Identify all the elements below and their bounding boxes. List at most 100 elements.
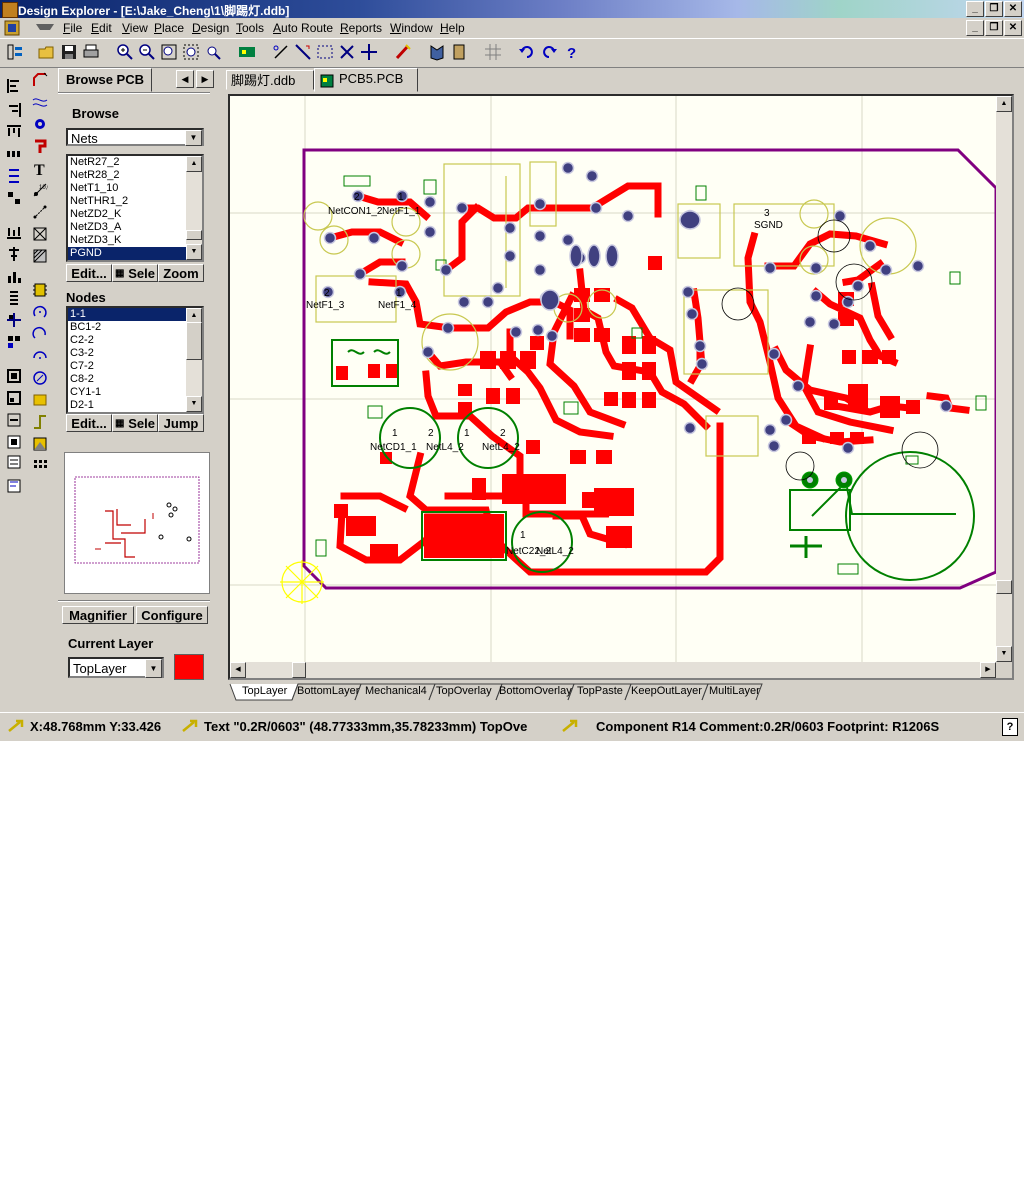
net-select-button[interactable]: ▦Sele (112, 264, 158, 282)
place-coordinate-icon[interactable]: 10,0 (32, 182, 48, 198)
node-item[interactable]: C3-2 (70, 347, 94, 359)
scroll-down-icon[interactable]: ▼ (996, 646, 1012, 662)
select-area-icon[interactable] (316, 43, 334, 61)
move-to-grid-icon[interactable] (6, 312, 22, 328)
place-dimension-icon[interactable] (32, 204, 48, 220)
folder-arrow-icon[interactable] (34, 22, 56, 34)
node-item[interactable]: C2-2 (70, 334, 94, 346)
place-fill-icon[interactable] (32, 226, 48, 242)
room-icon[interactable] (6, 368, 22, 384)
place-string-icon[interactable]: T (32, 160, 48, 176)
arc-center-icon[interactable] (32, 304, 48, 320)
minimize-button[interactable]: _ (966, 1, 984, 17)
arc-any-icon[interactable] (32, 348, 48, 364)
redo-icon[interactable] (540, 43, 558, 61)
place-circle-icon[interactable] (32, 370, 48, 386)
menu-place[interactable]: Place (154, 21, 185, 35)
interactive-route-icon[interactable] (294, 43, 312, 61)
net-item[interactable]: NetT1_10 (70, 182, 119, 194)
place-polygon-icon[interactable] (32, 248, 48, 264)
browse-pcb-tab[interactable]: Browse PCB (58, 68, 152, 92)
panel-next-button[interactable]: ▶ (196, 70, 214, 88)
node-jump-button[interactable]: Jump (158, 414, 204, 432)
node-item[interactable]: C7-2 (70, 360, 94, 372)
layer-tab-bottomoverlay[interactable]: BottomOverlay (499, 685, 572, 697)
net-item-selected[interactable]: PGND (68, 247, 202, 260)
distribute-vertical-icon[interactable] (6, 168, 22, 184)
room-alt-icon[interactable] (6, 390, 22, 406)
array-paste-icon[interactable] (32, 458, 48, 474)
net-item[interactable]: NetTHR1_2 (70, 195, 129, 207)
scroll-up-icon[interactable]: ▲ (996, 96, 1012, 112)
node-item[interactable]: C8-2 (70, 373, 94, 385)
menu-design[interactable]: Design (192, 21, 230, 35)
place-rectangle-icon[interactable] (32, 392, 48, 408)
net-zoom-button[interactable]: Zoom (158, 264, 204, 282)
panel-prev-button[interactable]: ◀ (176, 70, 194, 88)
panel-toggle-icon[interactable] (6, 43, 24, 61)
move-icon[interactable] (360, 43, 378, 61)
arc-edge-icon[interactable] (32, 326, 48, 342)
undo-icon[interactable] (518, 43, 536, 61)
cut-icon[interactable] (272, 43, 290, 61)
layer-tab-multilayer[interactable]: MultiLayer (709, 685, 760, 697)
layer-tab-toplayer[interactable]: TopLayer (242, 685, 288, 697)
layer-tab-bottomlayer[interactable]: BottomLayer (297, 685, 360, 697)
align-bottom-icon[interactable] (6, 224, 22, 240)
canvas-horizontal-scrollbar[interactable]: ◀ ▶ (230, 662, 996, 678)
chevron-down-icon[interactable]: ▼ (145, 659, 162, 678)
pcb-canvas[interactable]: NetCON1_2 NetF1_1 NetF1_3 NetF1_4 SGND N… (230, 96, 996, 662)
scroll-thumb[interactable] (292, 662, 306, 678)
configure-button[interactable]: Configure (136, 606, 208, 624)
nodes-scrollbar[interactable]: ▲ ▼ (186, 308, 202, 412)
net-item[interactable]: NetR27_2 (70, 156, 120, 168)
tab-pcb5[interactable]: PCB5.PCB (314, 68, 418, 92)
scroll-right-icon[interactable]: ▶ (980, 662, 996, 678)
help-question-icon[interactable]: ? (1002, 718, 1018, 736)
zoom-area-icon[interactable] (182, 43, 200, 61)
app-icon[interactable] (2, 2, 18, 18)
zoom-fit-icon[interactable] (160, 43, 178, 61)
magnifier-button[interactable]: Magnifier (62, 606, 134, 624)
net-item[interactable]: NetZD2_K (70, 208, 122, 220)
node-item[interactable]: CY1-1 (70, 386, 102, 398)
layer-tab-keepoutlayer[interactable]: KeepOutLayer (631, 685, 702, 697)
mdi-close-button[interactable]: ✕ (1004, 20, 1022, 36)
chevron-down-icon[interactable]: ▼ (185, 130, 202, 146)
close-button[interactable]: ✕ (1004, 1, 1022, 17)
menu-file[interactable]: File (63, 21, 83, 35)
place-keepout-icon[interactable] (32, 414, 48, 430)
component-icon[interactable] (450, 43, 468, 61)
align-center-icon[interactable] (6, 246, 22, 262)
current-layer-select[interactable]: TopLayer ▼ (68, 657, 164, 678)
node-item-selected[interactable]: 1-1 (68, 308, 202, 321)
arrange-icon[interactable] (6, 334, 22, 350)
node-item[interactable]: BC1-2 (70, 321, 102, 333)
spacing-icon[interactable] (6, 190, 22, 206)
cross-probe-icon[interactable] (238, 43, 256, 61)
net-item[interactable]: NetZD3_K (70, 234, 122, 246)
scroll-down-icon[interactable]: ▼ (186, 244, 202, 260)
scroll-thumb[interactable] (996, 580, 1012, 594)
mdi-minimize-button[interactable]: _ (966, 20, 984, 36)
scroll-left-icon[interactable]: ◀ (230, 662, 246, 678)
layer-stack-icon[interactable] (6, 454, 22, 470)
tab-ddb[interactable]: 脚踢灯.ddb (226, 70, 314, 90)
open-folder-icon[interactable] (38, 43, 56, 61)
nets-scrollbar[interactable]: ▲ ▼ (186, 156, 202, 260)
place-line-icon[interactable] (32, 94, 48, 110)
align-top-icon[interactable] (6, 124, 22, 140)
board-minimap[interactable] (64, 452, 210, 594)
align-left-icon[interactable] (6, 78, 22, 94)
zoom-in-icon[interactable] (116, 43, 134, 61)
place-pad-icon[interactable] (32, 138, 48, 154)
net-item[interactable]: NetR28_2 (70, 169, 120, 181)
place-component-icon[interactable] (32, 282, 48, 298)
scroll-up-icon[interactable]: ▲ (186, 156, 202, 172)
mdi-restore-button[interactable]: ❐ (985, 20, 1003, 36)
browse-type-select[interactable]: Nets ▼ (66, 128, 204, 146)
menu-help[interactable]: Help (440, 21, 465, 35)
component-group-icon[interactable] (6, 412, 22, 428)
menu-tools[interactable]: Tools (236, 21, 265, 35)
menu-window[interactable]: Window (390, 21, 433, 35)
